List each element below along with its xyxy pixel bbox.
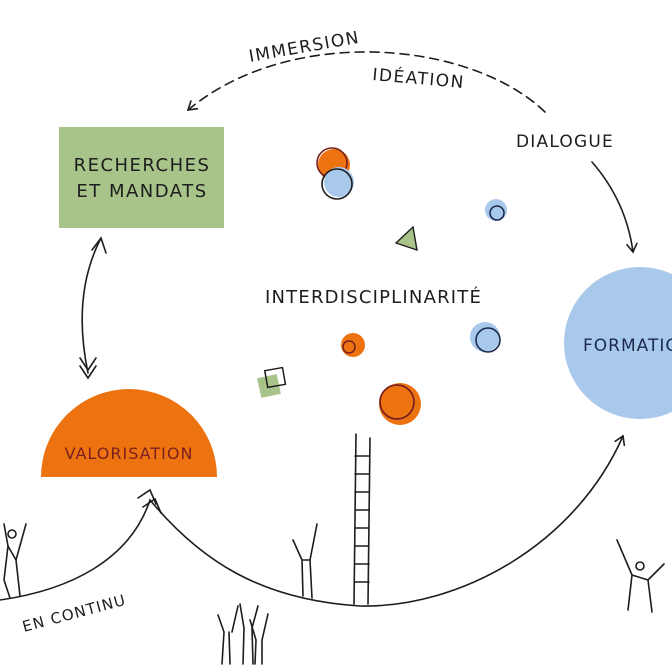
ladder-icon (353, 433, 371, 605)
person-cheering-right-icon (616, 539, 665, 613)
formation-label: FORMATION (583, 336, 672, 356)
recherches-box (59, 127, 224, 228)
arrowhead-down-2 (79, 365, 97, 380)
recherches-label-line2: ET MANDATS (76, 181, 207, 202)
valorisation-shape (41, 389, 217, 477)
bottom-cycle-arrow (0, 434, 626, 607)
group-of-people-icon (217, 603, 269, 665)
person-mid-icon (292, 523, 318, 599)
valorisation-arrowhead-2 (142, 497, 162, 514)
ideation-label: IDÉATION (372, 63, 466, 93)
person-cheering-left-icon (3, 523, 27, 599)
recherches-valorisation-double-arrow (81, 239, 101, 374)
immersion-label: IMMERSION (247, 28, 361, 67)
formation-circle (564, 267, 672, 419)
arrowhead-up (91, 236, 107, 254)
arrowhead-down-1 (79, 357, 97, 372)
valorisation-label: VALORISATION (65, 444, 194, 463)
valorisation-arrowhead-1 (137, 488, 157, 505)
dialogue-label: DIALOGUE (516, 132, 614, 152)
dialogue-to-formation-arrow (591, 161, 638, 254)
interdisciplinarite-label: INTERDISCIPLINARITÉ (265, 286, 482, 308)
en-continu-label: EN CONTINU (20, 591, 128, 636)
top-dashed-arrow (186, 51, 546, 113)
recherches-label-line1: RECHERCHES (74, 155, 211, 176)
decorative-shapes (257, 147, 507, 425)
